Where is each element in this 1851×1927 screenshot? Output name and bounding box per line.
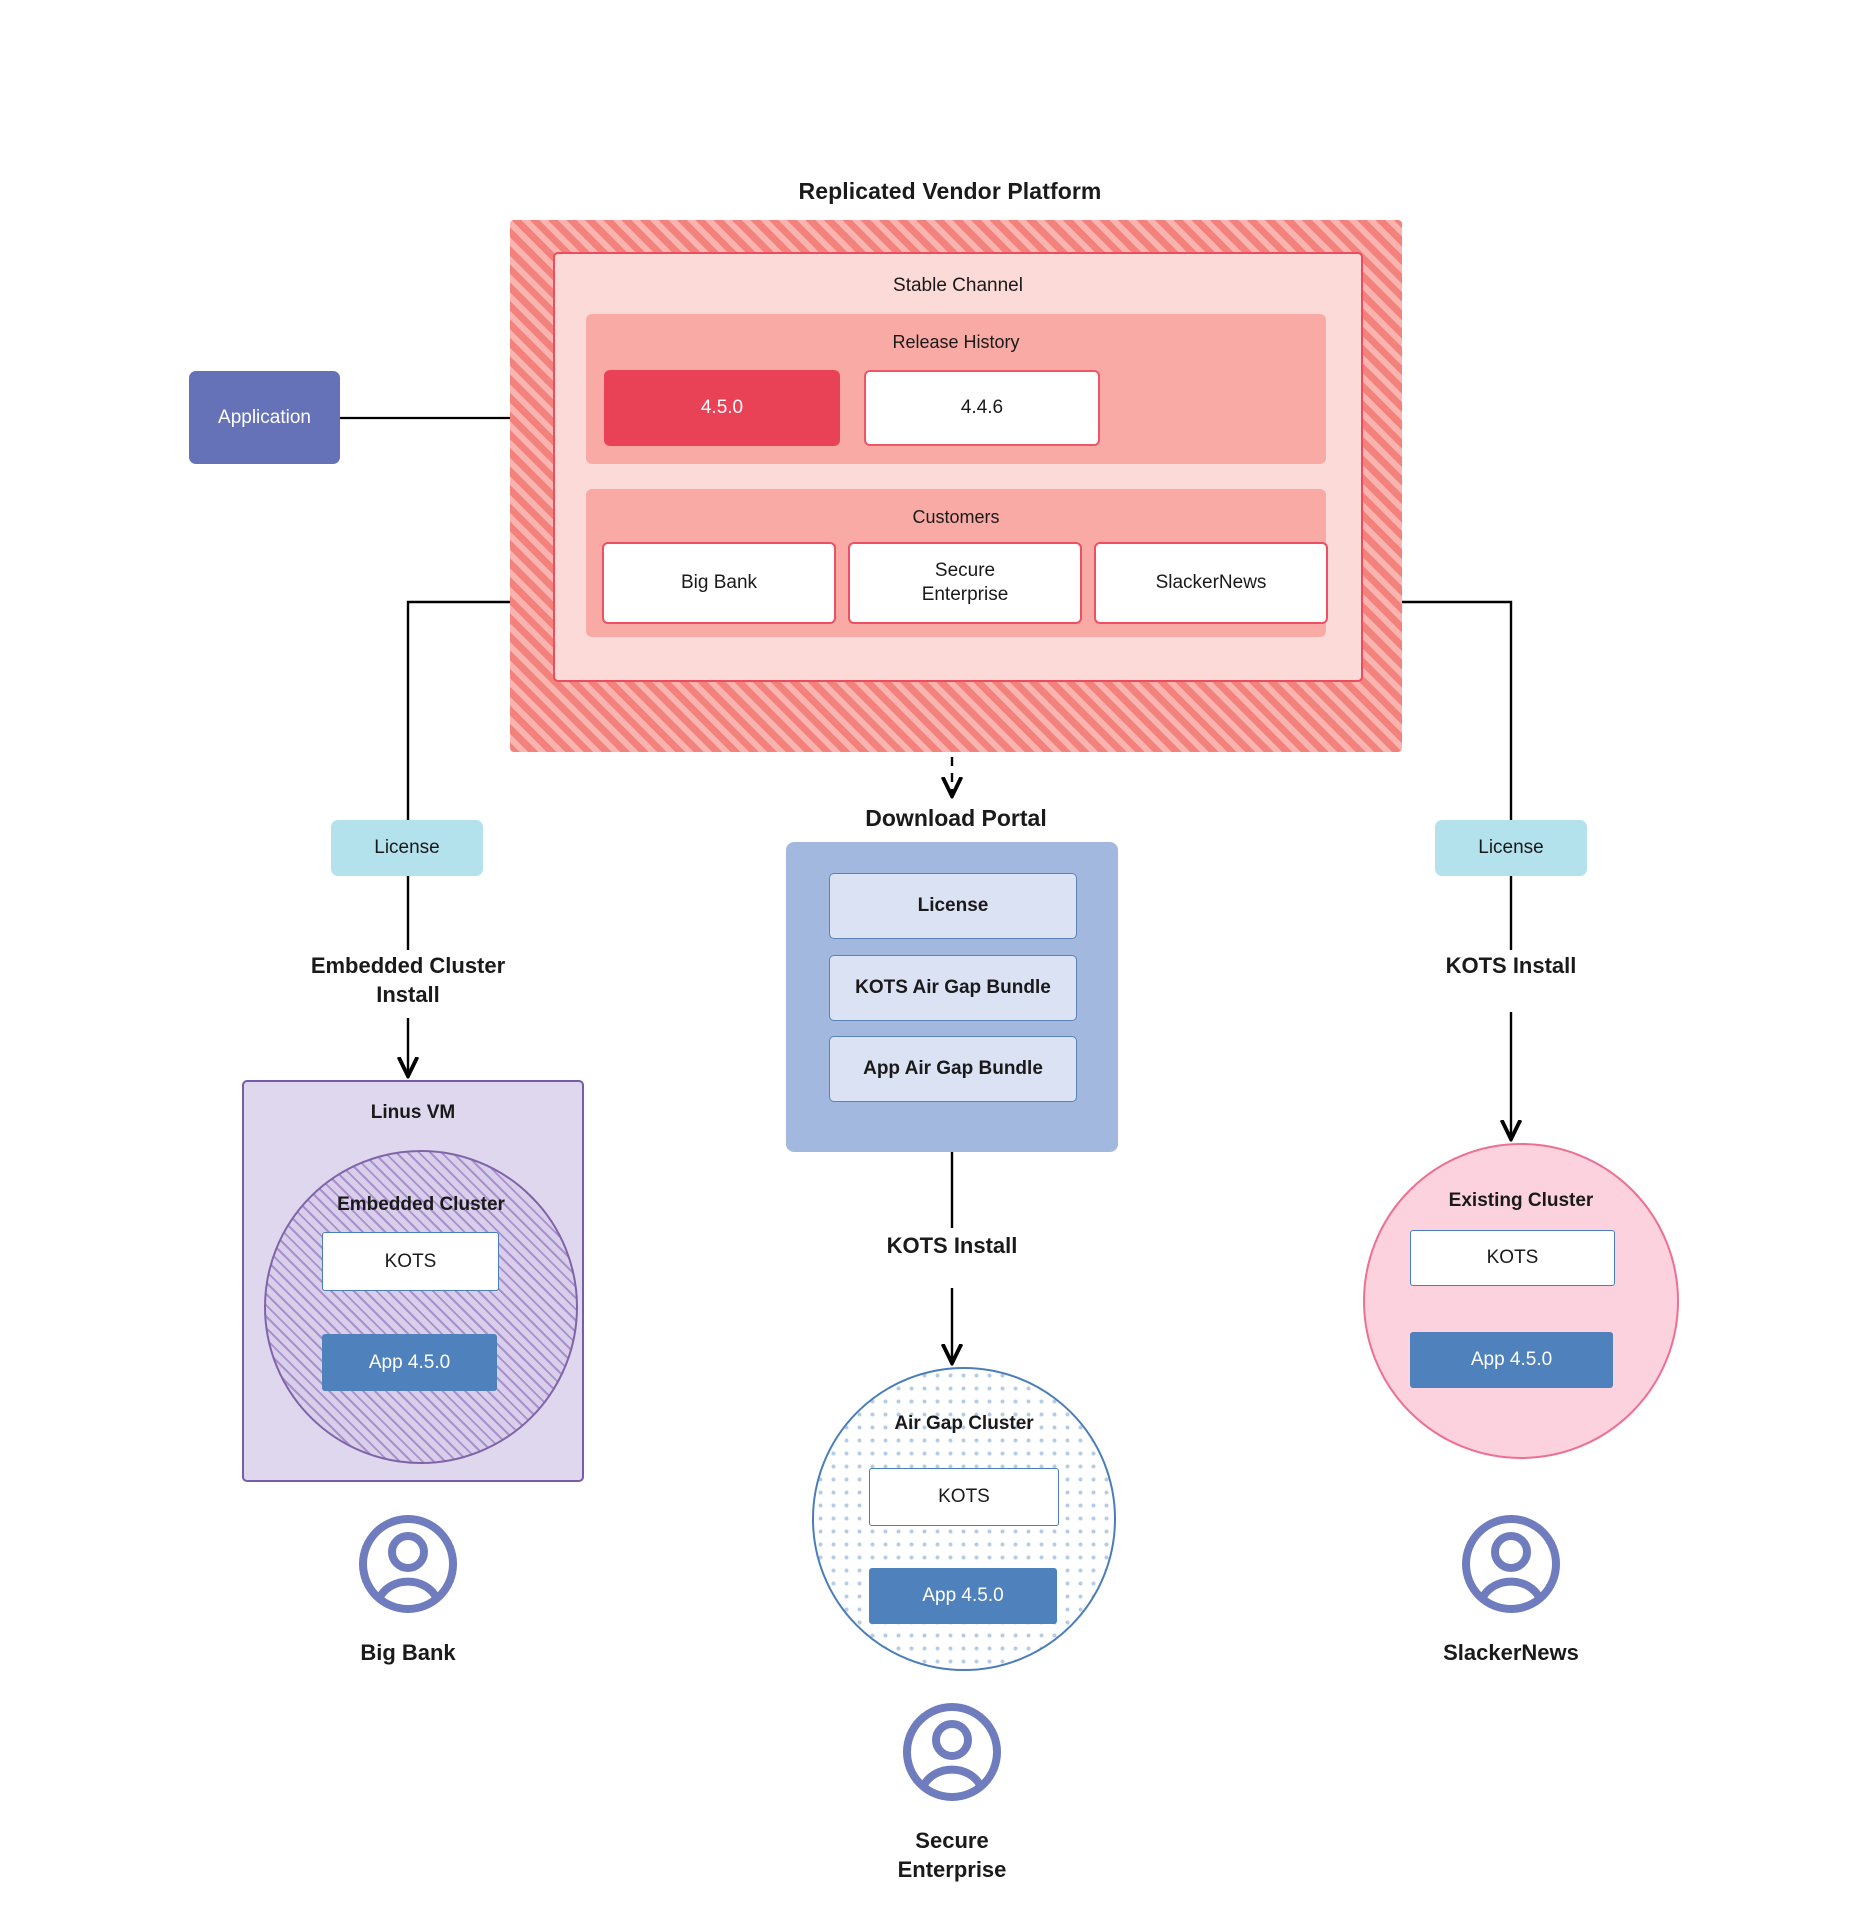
page-title: Replicated Vendor Platform — [798, 178, 1102, 204]
application-node[interactable]: Application — [189, 371, 340, 464]
kots-node-airgap[interactable]: KOTS — [869, 1468, 1059, 1526]
avatar — [1459, 1512, 1563, 1616]
customer-name-label: SlackerNews — [1155, 571, 1267, 593]
application-label: Application — [218, 406, 311, 428]
release-item-active[interactable]: 4.5.0 — [604, 370, 840, 446]
portal-item-label: License — [917, 895, 989, 916]
license-label: License — [374, 837, 440, 858]
install-label-embedded-cluster: Embedded Cluster Install — [310, 953, 506, 1007]
portal-item-label: App Air Gap Bundle — [863, 1058, 1043, 1079]
customer-item-secure-enterprise[interactable]: Secure Enterprise — [848, 542, 1082, 624]
customers-panel: Customers Big Bank Secure Enterprise Sla… — [586, 489, 1328, 637]
customer-name-label: Secure Enterprise — [921, 559, 1009, 605]
app-label: App 4.5.0 — [1470, 1349, 1553, 1370]
kots-node-existing[interactable]: KOTS — [1410, 1230, 1615, 1286]
avatar — [356, 1512, 460, 1616]
user-avatar-icon — [903, 1703, 1001, 1801]
kots-label: KOTS — [1486, 1247, 1539, 1268]
app-node-existing[interactable]: App 4.5.0 — [1410, 1332, 1613, 1388]
install-label-kots-center: KOTS Install — [886, 1233, 1018, 1258]
end-user-label-big-bank: Big Bank — [360, 1640, 456, 1665]
portal-item-label: KOTS Air Gap Bundle — [855, 977, 1051, 998]
end-user-label-slackernews: SlackerNews — [1443, 1640, 1579, 1665]
linus-vm-title: Linus VM — [370, 1102, 456, 1123]
portal-item-app-air-gap-bundle[interactable]: App Air Gap Bundle — [829, 1036, 1077, 1102]
customers-title: Customers — [912, 507, 1000, 527]
vendor-platform-container: Stable Channel Release History 4.5.0 4.4… — [510, 220, 1402, 752]
app-label: App 4.5.0 — [368, 1351, 451, 1373]
customer-name-label: Big Bank — [680, 571, 758, 593]
stable-channel-title: Stable Channel — [893, 275, 1023, 296]
portal-item-kots-air-gap-bundle[interactable]: KOTS Air Gap Bundle — [829, 955, 1077, 1021]
kots-label: KOTS — [938, 1486, 990, 1507]
stable-channel-panel: Stable Channel Release History 4.5.0 4.4… — [553, 252, 1363, 682]
app-node-vm[interactable]: App 4.5.0 — [322, 1334, 497, 1391]
app-node-airgap[interactable]: App 4.5.0 — [869, 1568, 1057, 1624]
linus-vm-container: Linus VM Embedded Cluster — [242, 1080, 584, 1482]
download-portal-title: Download Portal — [865, 805, 1047, 831]
existing-cluster-circle: Existing Cluster — [1363, 1143, 1679, 1459]
release-history-panel: Release History 4.5.0 4.4.6 — [586, 314, 1326, 464]
release-history-title: Release History — [892, 332, 1020, 352]
user-avatar-icon — [1462, 1515, 1560, 1613]
download-portal-container: License KOTS Air Gap Bundle App Air Gap … — [786, 842, 1118, 1152]
release-version-label: 4.4.6 — [960, 397, 1004, 418]
app-label: App 4.5.0 — [922, 1585, 1004, 1606]
license-label: License — [1478, 837, 1544, 858]
air-gap-cluster-title: Air Gap Cluster — [894, 1413, 1034, 1434]
install-label-kots-right: KOTS Install — [1445, 953, 1577, 978]
customer-item-big-bank[interactable]: Big Bank — [602, 542, 836, 624]
release-version-label: 4.5.0 — [700, 397, 744, 418]
embedded-cluster-title: Embedded Cluster — [337, 1194, 505, 1215]
release-item[interactable]: 4.4.6 — [864, 370, 1100, 446]
license-chip-right[interactable]: License — [1435, 820, 1587, 876]
user-avatar-icon — [359, 1515, 457, 1613]
end-user-label-secure-enterprise: Secure Enterprise — [897, 1828, 1007, 1883]
kots-label: KOTS — [384, 1250, 437, 1272]
portal-item-license[interactable]: License — [829, 873, 1077, 939]
kots-node-vm[interactable]: KOTS — [322, 1232, 499, 1291]
avatar — [900, 1700, 1004, 1804]
license-chip-left[interactable]: License — [331, 820, 483, 876]
embedded-cluster-circle: Embedded Cluster — [264, 1150, 578, 1464]
customer-item-slackernews[interactable]: SlackerNews — [1094, 542, 1328, 624]
existing-cluster-title: Existing Cluster — [1448, 1190, 1594, 1211]
